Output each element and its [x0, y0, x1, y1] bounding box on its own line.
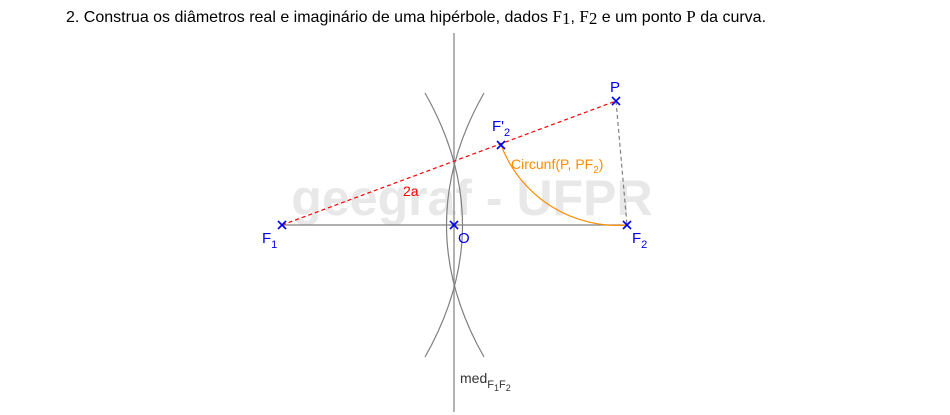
label-f2: F2: [632, 230, 647, 251]
label-f1: F1: [262, 230, 277, 251]
circle-arc-p-pf2: [500, 144, 628, 226]
label-p: P: [610, 79, 620, 96]
point-p-marker: [611, 96, 621, 106]
point-f1-marker: [277, 220, 287, 230]
point-f2prime-marker: [496, 140, 506, 150]
label-circunf: Circunf(P, PF2): [511, 156, 603, 176]
segment-2a: [281, 100, 617, 226]
watermark: geegraf - UFPR: [291, 170, 652, 226]
point-o-marker: [449, 220, 459, 230]
point-f2-marker: [622, 220, 632, 230]
label-med-f1f2: medF1F2: [460, 370, 511, 393]
construction-arc-left: [424, 92, 464, 358]
construction-arc-right: [445, 92, 485, 358]
label-o: O: [458, 230, 470, 247]
question-text: 2. Construa os diâmetros real e imaginár…: [66, 7, 767, 28]
label-f2prime: F'2: [492, 118, 510, 139]
label-2a: 2a: [403, 183, 419, 199]
